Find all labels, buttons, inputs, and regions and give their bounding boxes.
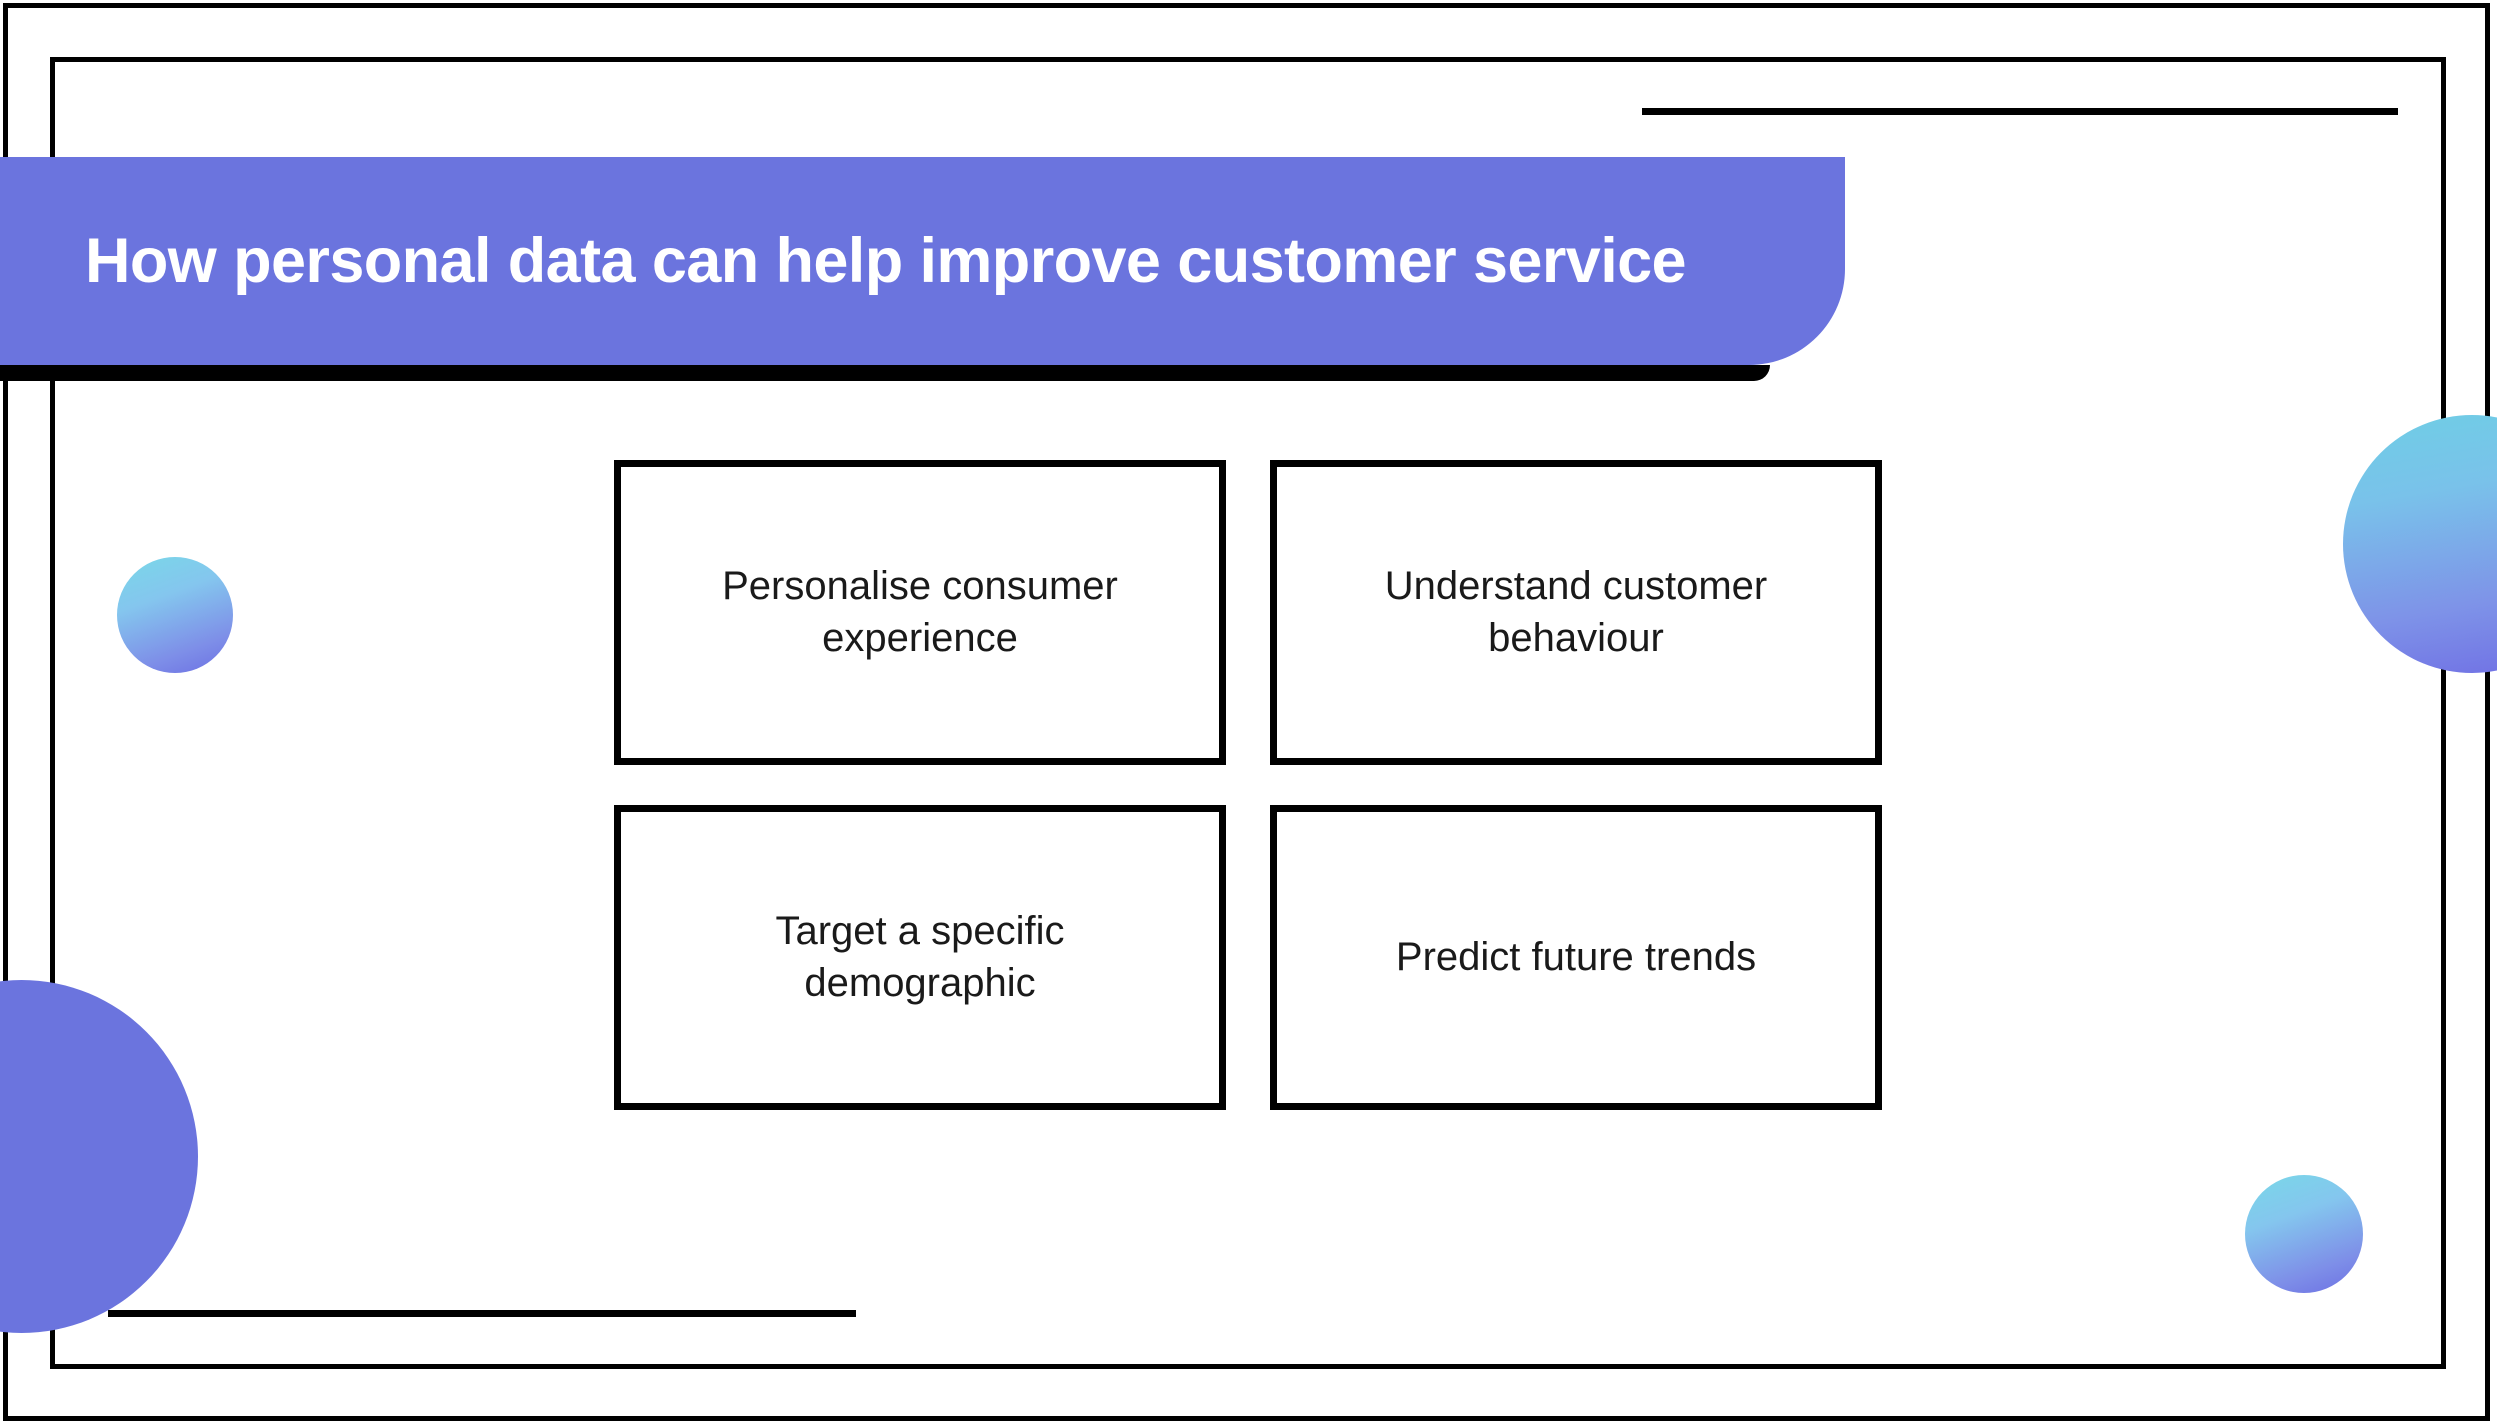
content-box-3-label: Target a specific demographic	[775, 909, 1065, 1005]
content-box-2[interactable]: Understand customer behaviour	[1270, 460, 1882, 765]
content-box-1-label: Personalise consumer experience	[722, 564, 1118, 660]
content-box-4-label: Predict future trends	[1395, 934, 1757, 979]
gradient-circle-right	[2343, 415, 2497, 673]
title-banner: How personal data can help improve custo…	[0, 157, 1845, 365]
content-box-1[interactable]: Personalise consumer experience	[614, 460, 1226, 765]
content-box-grid: Personalise consumer experience Understa…	[614, 460, 1882, 1110]
title-banner-shadow	[0, 365, 1770, 381]
content-box-4[interactable]: Predict future trends	[1270, 805, 1882, 1110]
gradient-circle-bottom-right	[2245, 1175, 2363, 1293]
content-box-3[interactable]: Target a specific demographic	[614, 805, 1226, 1110]
accent-rule-top-right	[1642, 108, 2398, 115]
content-box-2-label: Understand customer behaviour	[1384, 564, 1768, 660]
page-title: How personal data can help improve custo…	[85, 226, 1687, 296]
gradient-circle-left-small	[117, 557, 233, 673]
accent-rule-bottom-left	[108, 1310, 856, 1317]
solid-circle-bottom-left	[0, 980, 198, 1333]
